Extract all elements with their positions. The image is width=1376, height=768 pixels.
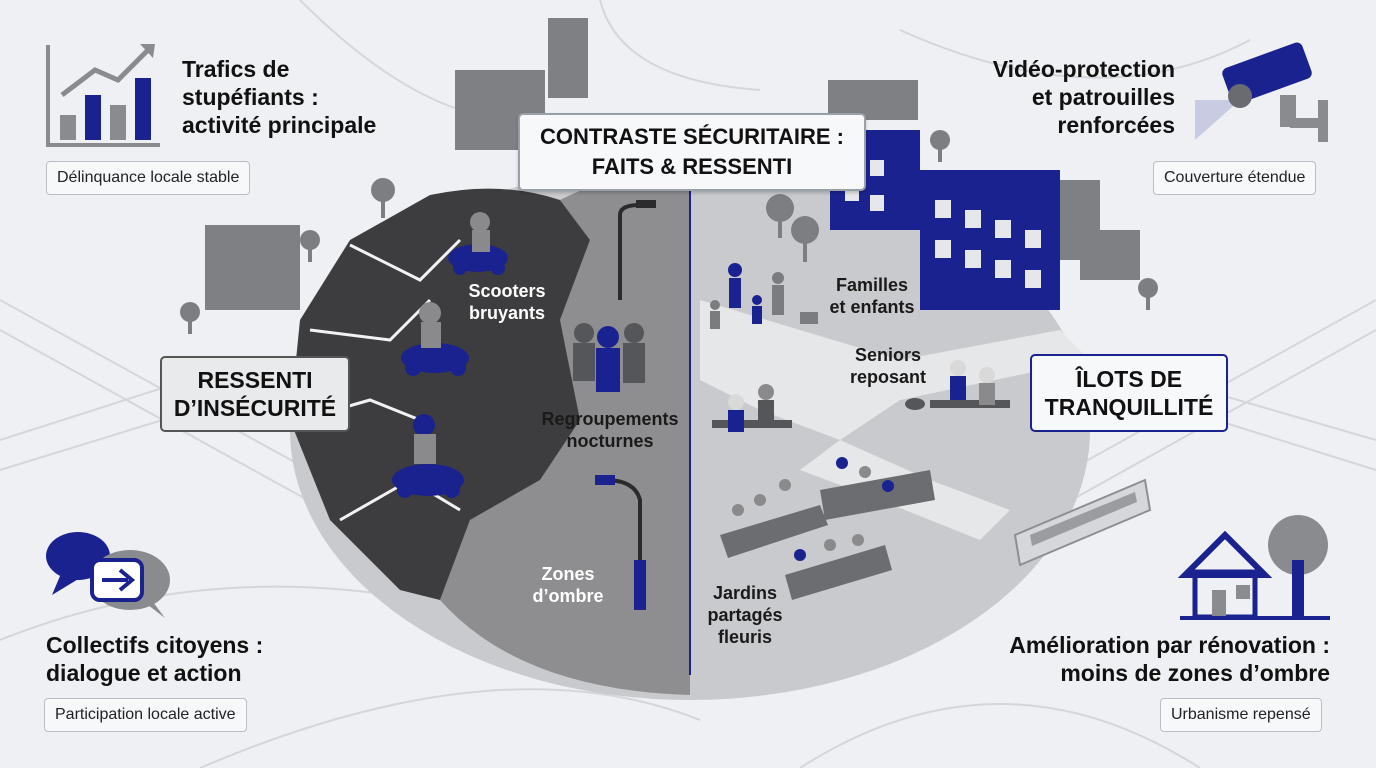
corner-title-bottom-left: Collectifs citoyens : dialogue et action [46, 631, 263, 687]
hooded-group [573, 323, 645, 392]
feeling-insecurity-line-2: D’INSÉCURITÉ [173, 395, 337, 421]
label-night-gatherings-line-1: Regroupements [541, 409, 679, 429]
corner-title-top-left-line-3: activité principale [182, 112, 377, 138]
corner-title-bottom-right-line-2: moins de zones d’ombre [1060, 660, 1330, 686]
label-noisy-scooters-line-1: Scooters [468, 281, 546, 301]
main-title-line-1: CONTRASTE SÉCURITAIRE : [540, 124, 844, 149]
corner-title-bottom-right-line-1: Amélioration par rénovation : [1009, 632, 1330, 658]
corner-title-top-right-line-1: Vidéo-protection [992, 56, 1175, 82]
house-tree-icon [1177, 515, 1330, 620]
corner-title-top-left: Trafics de stupéfiants : activité princi… [182, 55, 376, 139]
corner-title-bottom-right: Amélioration par rénovation : moins de z… [960, 631, 1330, 687]
security-camera-icon [1195, 42, 1328, 142]
main-title: CONTRASTE SÉCURITAIRE : FAITS & RESSENTI [518, 113, 866, 191]
label-noisy-scooters: Scooters bruyants [452, 280, 562, 324]
feeling-insecurity-line-1: RESSENTI [197, 367, 313, 393]
label-seniors-line-2: reposant [849, 367, 927, 387]
badge-bottom-left: Participation locale active [44, 698, 247, 732]
label-seniors: Seniors reposant [838, 344, 938, 388]
scooter-1 [448, 212, 508, 275]
label-shadow-zones: Zones d’ombre [518, 563, 618, 607]
scooter-2 [401, 302, 469, 376]
bar-chart-rising-icon [46, 44, 160, 147]
label-shared-gardens: Jardins partagés fleuris [690, 582, 800, 648]
label-families: Familles et enfants [812, 274, 932, 318]
trees [180, 130, 1158, 334]
label-shared-gardens-line-2: partagés [707, 605, 783, 625]
paved-path [700, 300, 1090, 440]
corner-title-bottom-left-line-1: Collectifs citoyens : [46, 632, 264, 658]
label-night-gatherings-line-2: nocturnes [566, 431, 654, 451]
corner-title-bottom-left-line-2: dialogue et action [46, 660, 242, 686]
corner-title-top-right: Vidéo-protection et patrouilles renforcé… [960, 55, 1175, 139]
label-shadow-zones-line-2: d’ombre [532, 586, 604, 606]
tranquility-islands-line-2: TRANQUILLITÉ [1044, 394, 1214, 420]
tranquility-islands-box: ÎLOTS DE TRANQUILLITÉ [1030, 354, 1228, 432]
tranquility-islands-line-1: ÎLOTS DE [1075, 366, 1183, 392]
label-noisy-scooters-line-2: bruyants [468, 303, 546, 323]
family-figures [710, 263, 818, 329]
corner-title-top-left-line-1: Trafics de [182, 56, 290, 82]
main-title-line-2: FAITS & RESSENTI [591, 154, 793, 179]
speech-bubbles-arrow-icon [46, 532, 170, 618]
label-shadow-zones-line-1: Zones [541, 564, 595, 584]
label-families-line-1: Familles [835, 275, 909, 295]
scooter-3 [392, 414, 464, 498]
building-group-top [205, 18, 1140, 310]
label-night-gatherings: Regroupements nocturnes [520, 408, 700, 452]
badge-bottom-right: Urbanisme repensé [1160, 698, 1322, 732]
corner-title-top-right-line-2: et patrouilles [1031, 84, 1175, 110]
dark-zone [290, 188, 590, 601]
mid-zone [440, 165, 690, 695]
badge-top-right: Couverture étendue [1153, 161, 1317, 195]
garden-beds [720, 470, 935, 600]
tram [1013, 478, 1152, 567]
seniors-figures [712, 360, 1010, 432]
label-shared-gardens-line-1: Jardins [712, 583, 778, 603]
label-seniors-line-1: Seniors [854, 345, 922, 365]
label-shared-gardens-line-3: fleuris [717, 627, 773, 647]
badge-top-left: Délinquance locale stable [46, 161, 251, 195]
label-families-line-2: et enfants [829, 297, 915, 317]
corner-title-top-left-line-2: stupéfiants : [182, 84, 319, 110]
flowers [732, 457, 894, 561]
corner-title-top-right-line-3: renforcées [1057, 112, 1175, 138]
feeling-insecurity-box: RESSENTI D’INSÉCURITÉ [160, 356, 350, 432]
